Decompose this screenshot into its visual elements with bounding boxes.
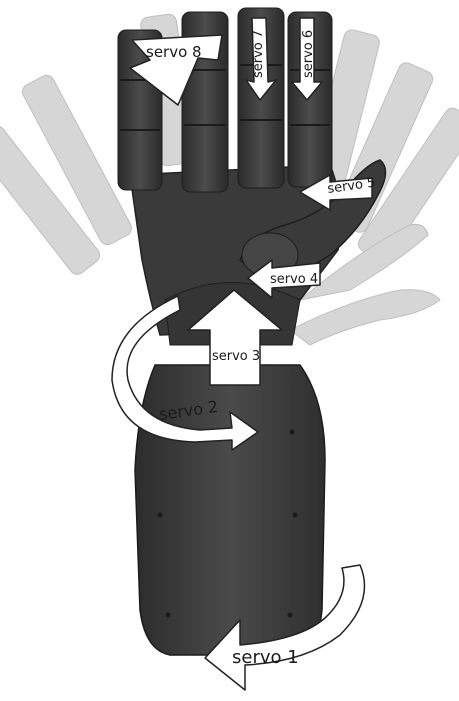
- label-servo-4: servo 4: [270, 272, 318, 287]
- label-servo-3: servo 3: [212, 349, 260, 364]
- label-servo-6: servo 6: [301, 30, 316, 78]
- label-servo-7: servo 7: [251, 30, 266, 78]
- label-servo-8: servo 8: [146, 43, 202, 61]
- label-servo-1: servo 1: [232, 647, 299, 668]
